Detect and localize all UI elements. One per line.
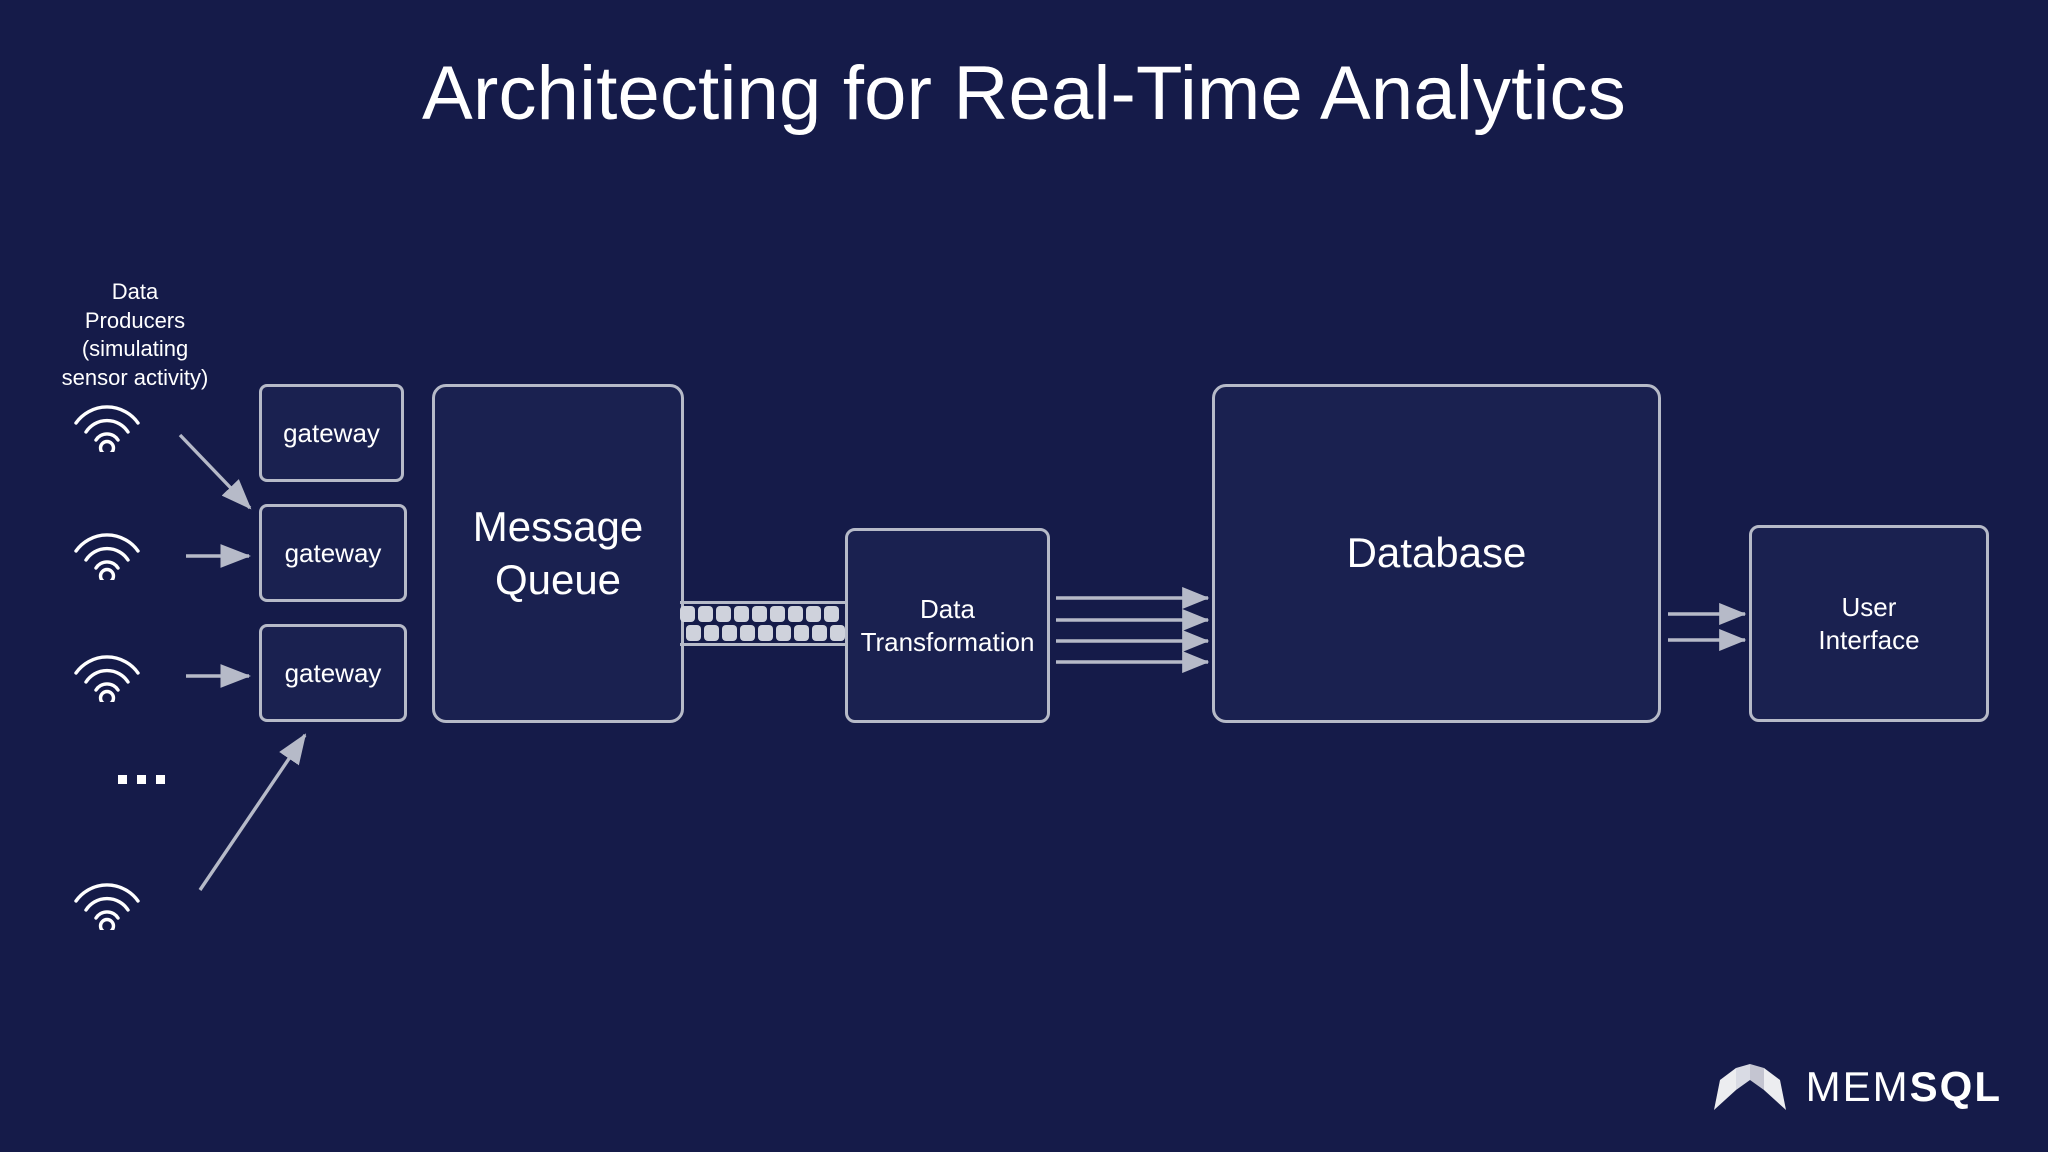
gateway-label: gateway [283, 417, 380, 448]
gateway-node-3[interactable]: gateway [259, 624, 407, 722]
memsql-logo: MEMSQL [1713, 1064, 2002, 1110]
flow-sensor4-to-gateway3 [198, 733, 307, 891]
user-interface-node[interactable]: User Interface [1749, 525, 1989, 722]
page-title: Architecting for Real-Time Analytics [422, 51, 1626, 136]
producers-ellipsis [118, 775, 165, 784]
wifi-signal-icon [70, 868, 144, 930]
wifi-signal-icon [70, 518, 144, 580]
data-transformation-node[interactable]: Data Transformation [845, 528, 1050, 723]
conveyor-rail-bottom [680, 643, 845, 646]
database-node[interactable]: Database [1212, 384, 1661, 723]
conveyor-tile-row [680, 606, 845, 623]
memsql-word-bold: SQL [1909, 1063, 2002, 1110]
wifi-signal-icon [70, 390, 144, 452]
message-queue-label: Message Queue [472, 503, 644, 603]
database-label: Database [1346, 529, 1527, 577]
data-transformation-label: Data Transformation [860, 594, 1035, 657]
memsql-mark-icon [1713, 1064, 1786, 1110]
user-interface-label: User Interface [1818, 592, 1920, 655]
message-queue-node[interactable]: Message Queue [432, 384, 684, 723]
conveyor-belt [680, 601, 845, 646]
gateway-label: gateway [284, 657, 382, 688]
conveyor-tile-row [680, 625, 851, 642]
gateway-label: gateway [284, 537, 382, 568]
gateway-node-1[interactable]: gateway [259, 384, 404, 482]
conveyor-rail-top [680, 601, 845, 604]
flow-sensor1-to-gateway2 [178, 433, 252, 510]
gateway-node-2[interactable]: gateway [259, 504, 407, 602]
wifi-signal-icon [70, 640, 144, 702]
memsql-word-light: MEM [1805, 1063, 1910, 1110]
data-producers-label: Data Producers (simulating sensor activi… [61, 279, 209, 390]
memsql-wordmark: MEMSQL [1806, 1066, 2002, 1108]
